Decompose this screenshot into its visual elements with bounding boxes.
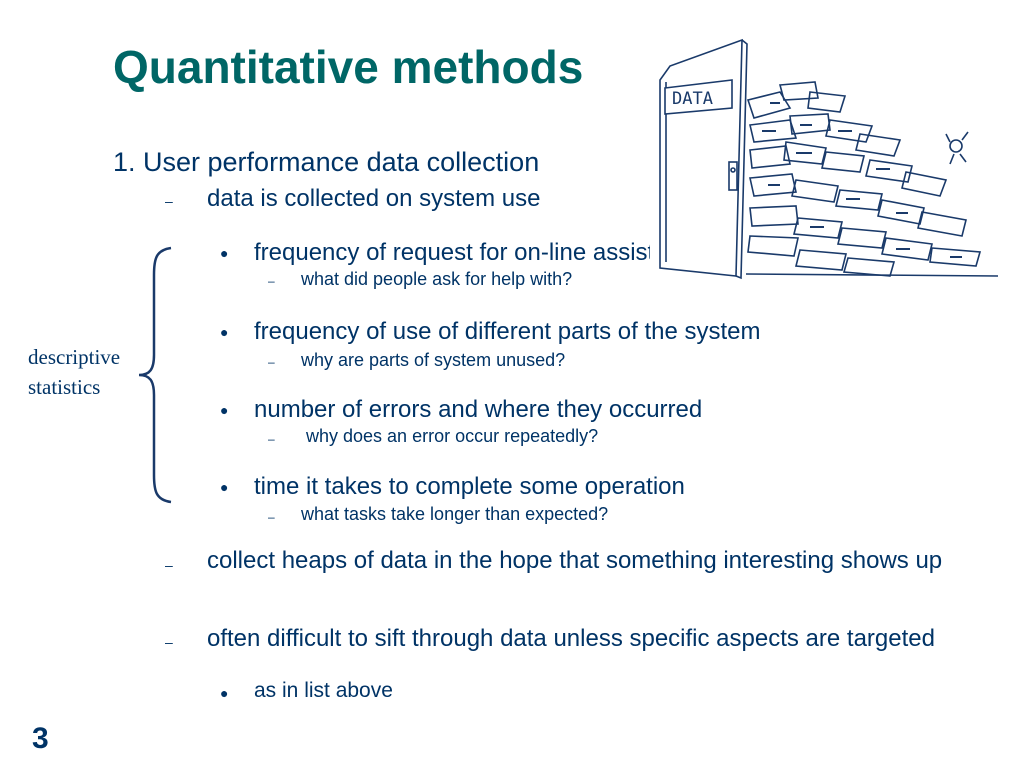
dash-bullet: – <box>268 355 275 369</box>
door-sign-text: DATA <box>672 89 713 109</box>
slide-number: 3 <box>32 722 49 755</box>
dot-bullet: ● <box>220 479 229 495</box>
dash-bullet: – <box>268 274 275 288</box>
dash-bullet: – <box>165 557 173 573</box>
sub-item-repeated-error: why does an error occur repeatedly? <box>301 426 599 446</box>
list-item-errors: number of errors and where they occurred <box>254 396 703 423</box>
dot-bullet: ● <box>220 685 229 701</box>
sub-item-help-question: what did people ask for help with? <box>301 269 573 289</box>
dash-bullet: – <box>165 634 173 650</box>
list-item-data-collected: data is collected on system use <box>207 185 541 212</box>
slide-title: Quantitative methods <box>113 41 584 93</box>
bracket-label-line-2: statistics <box>28 375 101 399</box>
list-item-usage-frequency: frequency of use of different parts of t… <box>254 318 761 345</box>
dash-bullet: – <box>165 193 173 209</box>
list-item-operation-time: time it takes to complete some operation <box>254 473 685 500</box>
curly-bracket <box>138 246 172 504</box>
list-item-heaps-of-data: collect heaps of data in the hope that s… <box>207 547 943 574</box>
list-item-help-frequency: frequency of request for on-line assista… <box>254 239 707 266</box>
door-papers-icon: DATA <box>659 38 999 280</box>
dash-bullet: – <box>268 510 275 524</box>
section-heading: 1. User performance data collection <box>113 147 540 177</box>
sub-item-unused-parts: why are parts of system unused? <box>301 350 566 370</box>
dot-bullet: ● <box>220 324 229 340</box>
dot-bullet: ● <box>220 402 229 418</box>
list-item-sift-data: often difficult to sift through data unl… <box>207 625 935 652</box>
bracket-label-line-1: descriptive <box>28 345 121 369</box>
data-door-illustration: DATA <box>650 30 1000 282</box>
dot-bullet: ● <box>220 245 229 261</box>
dash-bullet: – <box>268 432 275 446</box>
sub-item-as-in-list: as in list above <box>254 679 393 702</box>
bracket-label: descriptive statistics <box>28 342 120 402</box>
sub-item-longer-tasks: what tasks take longer than expected? <box>301 504 609 524</box>
